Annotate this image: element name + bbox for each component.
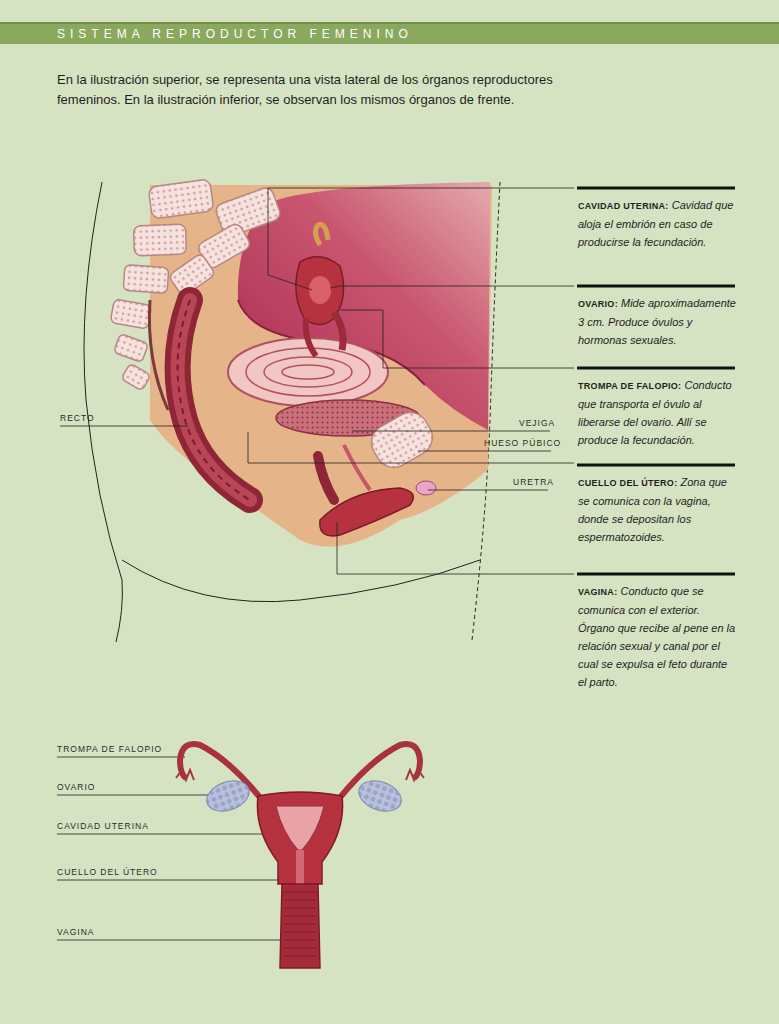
intro-text: En la ilustración superior, se represent… (57, 70, 617, 110)
callout-text: TROMPA DE FALOPIO: Conducto que transpor… (578, 376, 738, 449)
callout-heading: VAGINA: (578, 587, 617, 597)
callout-text: CUELLO DEL ÚTERO: Zona que se comunica c… (578, 473, 738, 546)
title-bar: SISTEMA REPRODUCTOR FEMENINO (0, 22, 779, 44)
part-label: URETRA (513, 477, 554, 488)
callout-heading: OVARIO: (578, 299, 618, 309)
callout-heading: CUELLO DEL ÚTERO: (578, 478, 677, 488)
callout-body: Conducto que se comunica con el exterior… (578, 585, 735, 688)
part-label: VEJIGA (519, 418, 555, 429)
callout-text: CAVIDAD UTERINA: Cavidad que aloja el em… (578, 196, 738, 251)
part-label: CUELLO DEL ÚTERO (57, 867, 158, 878)
part-label: RECTO (60, 413, 95, 424)
part-label: OVARIO (57, 782, 95, 793)
page-title: SISTEMA REPRODUCTOR FEMENINO (0, 24, 779, 44)
callout-text: OVARIO: Mide aproximadamente 3 cm. Produ… (578, 294, 738, 349)
callout-heading: CAVIDAD UTERINA: (578, 201, 669, 211)
part-label: HUESO PÚBICO (484, 438, 561, 449)
callout-text: VAGINA: Conducto que se comunica con el … (578, 582, 738, 691)
callout-heading: TROMPA DE FALOPIO: (578, 381, 681, 391)
part-label: CAVIDAD UTERINA (57, 821, 149, 832)
part-label: TROMPA DE FALOPIO (57, 744, 162, 755)
part-label: VAGINA (57, 927, 95, 938)
